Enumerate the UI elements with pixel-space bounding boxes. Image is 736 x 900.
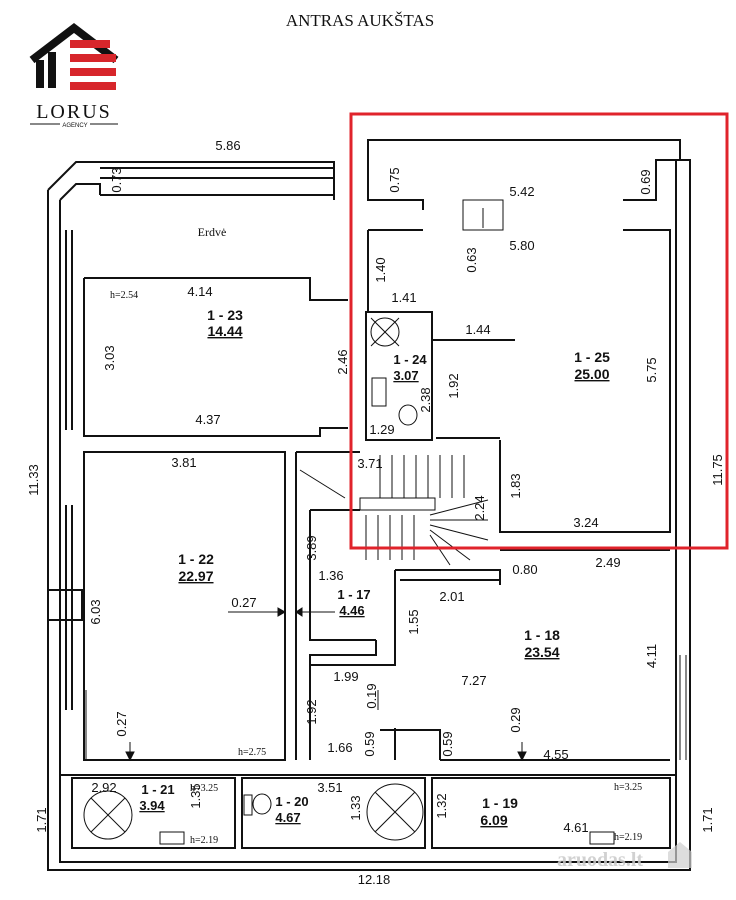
dim: 2.92 [91,780,116,795]
dim: 0.59 [440,731,455,756]
dim: 0.27 [114,711,129,736]
dim: 1.41 [391,290,416,305]
fixtures [83,317,615,845]
dim: 1.71 [700,807,715,832]
page-title: ANTRAS AUKŠTAS [286,11,434,30]
watermark-text: aruodas.lt [557,849,643,871]
r18-area: 23.54 [524,644,559,660]
dimension-markers [125,199,527,762]
r22-area: 22.97 [178,568,213,584]
dim: 3.03 [102,345,117,370]
r22-height: h=2.75 [238,747,266,758]
room-labels: Erdvė h=2.54 1 - 23 14.44 1 - 24 3.07 1 … [110,225,642,846]
dim: 4.55 [543,747,568,762]
dim: 0.27 [231,595,256,610]
r17-area: 4.46 [339,603,364,618]
r24-id: 1 - 24 [393,352,427,367]
r19-id: 1 - 19 [482,795,518,811]
dim: 11.75 [710,454,725,486]
dim: 1.92 [304,699,319,724]
dim: 2.46 [335,349,350,374]
dim: 3.51 [317,780,342,795]
r21-height-2: h=2.19 [190,835,218,846]
dim: 1.71 [34,807,49,832]
dim: 6.03 [88,599,103,624]
dim: 0.29 [508,707,523,732]
watermark-house-icon [668,842,692,868]
dim: 7.27 [461,673,486,688]
walls [47,139,691,871]
brand-tagline: AGENCY [62,123,87,129]
dim: 3.81 [171,455,196,470]
dim: 1.55 [406,609,421,634]
highlight-frame [349,112,729,550]
dim: 0.59 [362,731,377,756]
label-erdve: Erdvė [198,225,227,239]
r24-area: 3.07 [393,368,418,383]
lorus-logo: LORUS AGENCY [29,22,119,129]
r21-height-1: h=3.25 [190,783,218,794]
dim: 2.01 [439,589,464,604]
dim: 0.19 [364,683,379,708]
dim: 4.14 [187,284,212,299]
dim: 11.33 [26,464,41,496]
r20-id: 1 - 20 [275,794,308,809]
dim: 12.18 [358,872,391,887]
dim: 1.35 [188,783,203,808]
dim: 1.29 [369,422,394,437]
r22-id: 1 - 22 [178,551,214,567]
dim: 5.75 [644,357,659,382]
brand-name: LORUS [36,101,112,123]
dim: 2.49 [595,555,620,570]
dim: 0.75 [387,167,402,192]
dim: 1.40 [373,257,388,282]
dim: 4.11 [644,644,659,668]
dim: 3.89 [304,535,319,560]
r21-id: 1 - 21 [141,782,174,797]
r19-height-2: h=2.19 [614,832,642,843]
r17-id: 1 - 17 [337,587,370,602]
dim: 1.83 [508,473,523,498]
dim: 3.71 [357,456,382,471]
dim: 0.63 [464,247,479,272]
dim: 4.61 [563,820,588,835]
dim: 1.32 [434,793,449,818]
dim: 1.66 [327,740,352,755]
dim: 0.69 [638,169,653,194]
dim: 1.92 [446,373,461,398]
dim: 5.42 [509,184,534,199]
r21-area: 3.94 [139,798,165,813]
r23-height: h=2.54 [110,290,138,301]
dim: 2.38 [418,387,433,412]
dim: 1.36 [318,568,343,583]
r25-area: 25.00 [574,366,609,382]
dim: 0.80 [512,562,537,577]
dim: 4.37 [195,412,220,427]
r25-id: 1 - 25 [574,349,610,365]
r19-height-1: h=3.25 [614,782,642,793]
dim: 1.33 [348,795,363,820]
dim: 1.99 [333,669,358,684]
r20-area: 4.67 [275,810,300,825]
dimension-labels: 5.86 0.73 0.75 5.42 0.69 0.63 5.80 1.40 … [26,138,725,887]
r18-id: 1 - 18 [524,627,560,643]
r19-area: 6.09 [480,812,507,828]
dim: 2.24 [472,495,487,520]
r23-id: 1 - 23 [207,307,243,323]
r23-area: 14.44 [207,323,242,339]
dim: 5.86 [215,138,240,153]
dim: 5.80 [509,238,534,253]
dim: 0.73 [109,167,124,192]
dim: 1.44 [465,322,490,337]
dim: 3.24 [573,515,598,530]
